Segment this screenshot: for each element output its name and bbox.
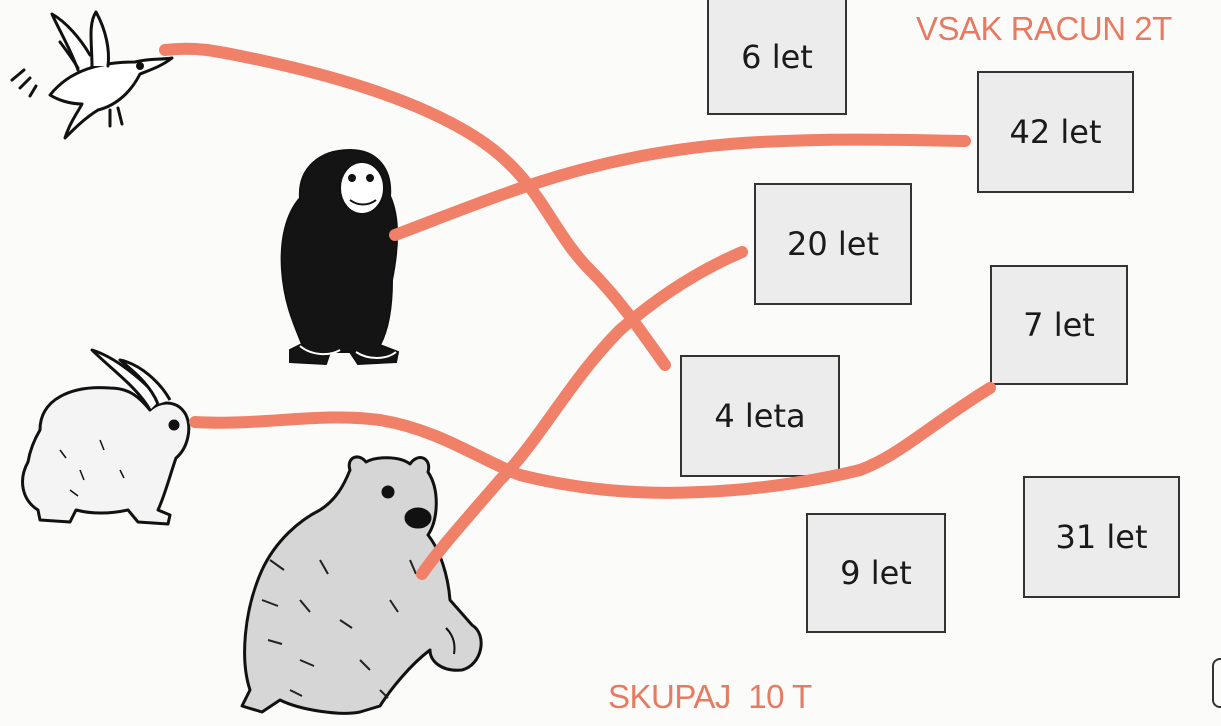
age-box-7[interactable]: 7 let [990,265,1128,385]
points-per-item-note: VSAK RACUN 2T [916,10,1172,47]
age-box-31[interactable]: 31 let [1023,476,1180,598]
age-box-4[interactable]: 4 leta [680,355,840,477]
age-box-42[interactable]: 42 let [977,71,1134,193]
line-rabbit-to-7-let [189,382,996,499]
line-bird-to-4-leta [159,42,671,371]
age-box-20[interactable]: 20 let [754,183,912,305]
total-points-note: SKUPAJ 10 T [608,678,812,715]
line-chimp-to-42-let [389,133,971,241]
age-box-9[interactable]: 9 let [806,513,946,633]
bear-icon [240,455,483,715]
partial-box-edge [1212,658,1221,708]
chimpanzee-icon [280,148,400,366]
rabbit-icon [21,348,191,526]
line-bear-to-20-let [416,246,748,580]
bird-icon [10,10,174,140]
age-box-6[interactable]: 6 let [707,0,847,115]
